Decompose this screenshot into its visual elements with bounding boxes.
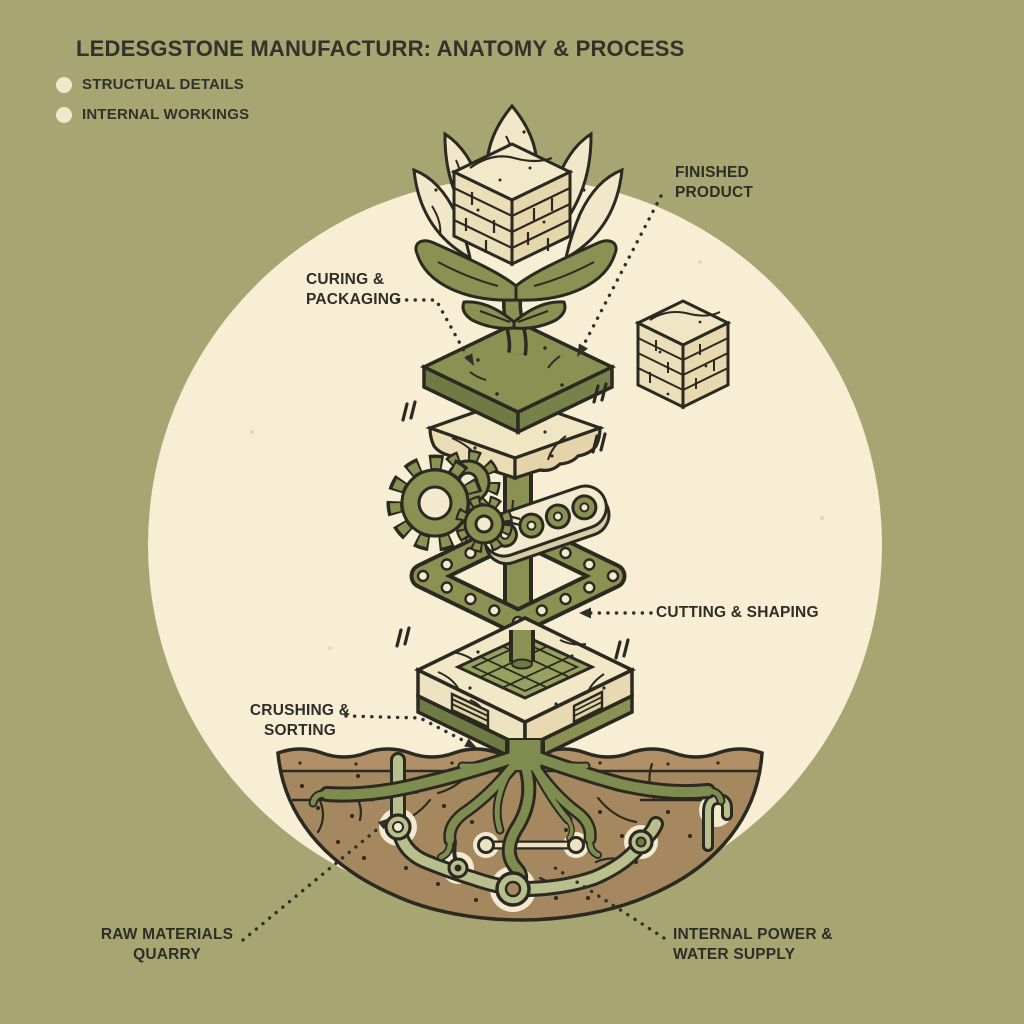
gear-drive (386, 449, 521, 553)
callout-line: WATER SUPPLY (673, 946, 796, 964)
curing-platform (419, 320, 617, 435)
separation-ticks (395, 382, 630, 660)
callout-crushing-sorting: CRUSHING & SORTING (240, 701, 360, 741)
callout-finished-product: FINISHED PRODUCT (675, 163, 753, 203)
conveyor-belt (481, 484, 611, 566)
trunk-and-roots (308, 738, 726, 896)
finished-product-cube (634, 299, 732, 410)
box-vent-left-slats (451, 698, 489, 722)
callout-line: PRODUCT (675, 184, 754, 202)
sepal-veins (437, 261, 595, 287)
callout-internal-power-water: INTERNAL POWER & WATER SUPPLY (673, 925, 833, 965)
callout-line: CURING & (306, 271, 385, 288)
platform-dots (476, 346, 564, 396)
soil-outline (276, 747, 764, 922)
leader-internal-power (550, 864, 666, 940)
callout-line: INTERNAL POWER & (673, 926, 833, 943)
callout-curing-packaging: CURING & PACKAGING (306, 270, 401, 310)
small-cube-dots (658, 320, 708, 396)
leader-finished-product (578, 194, 663, 354)
leaf-veins (479, 310, 549, 323)
small-cube-bricks (637, 311, 729, 391)
legend-label: STRUCTUAL DETAILS (82, 76, 245, 93)
legend: STRUCTUAL DETAILS INTERNAL WORKINGS (56, 76, 249, 123)
leader-raw-materials (241, 820, 388, 942)
callout-raw-materials-quarry: RAW MATERIALS QUARRY (96, 925, 238, 965)
callout-line: PACKAGING (306, 291, 402, 309)
legend-item-internal: INTERNAL WORKINGS (56, 106, 249, 123)
legend-item-structural: STRUCTUAL DETAILS (56, 76, 249, 93)
brick-lines (453, 155, 571, 253)
callout-line: FINISHED (675, 164, 749, 181)
cutting-box (413, 616, 637, 767)
legend-dot-icon (56, 106, 72, 123)
callout-line: SORTING (263, 722, 336, 740)
roots (310, 740, 724, 893)
brick-cube-flower (450, 142, 574, 267)
stem-in-box (509, 630, 535, 670)
legend-label: INTERNAL WORKINGS (82, 106, 250, 123)
leader-arrowheads (377, 343, 591, 830)
backdrop-speckles (250, 260, 824, 650)
box-vent-right-slats (573, 696, 603, 717)
legend-dot-icon (56, 76, 72, 93)
callout-line: CUTTING & SHAPING (656, 604, 819, 621)
page-title: LEDESGSTONE MANUFACTURR: ANATOMY & PROCE… (76, 36, 685, 61)
leader-crushing-sorting (344, 714, 472, 746)
frame-holes (416, 523, 620, 629)
gear-small-bottom (455, 495, 513, 553)
flower-sepals (414, 239, 618, 302)
callout-cutting-shaping: CUTTING & SHAPING (656, 603, 819, 623)
pipe-joints (384, 813, 654, 907)
callout-leaders (241, 194, 666, 942)
platform-marks (469, 355, 561, 381)
callout-line: QUARRY (133, 946, 201, 964)
callout-line: CRUSHING & (249, 702, 351, 719)
callout-line: RAW MATERIALS (100, 926, 234, 943)
stone-flower (412, 103, 624, 356)
cube-dots (476, 166, 546, 224)
